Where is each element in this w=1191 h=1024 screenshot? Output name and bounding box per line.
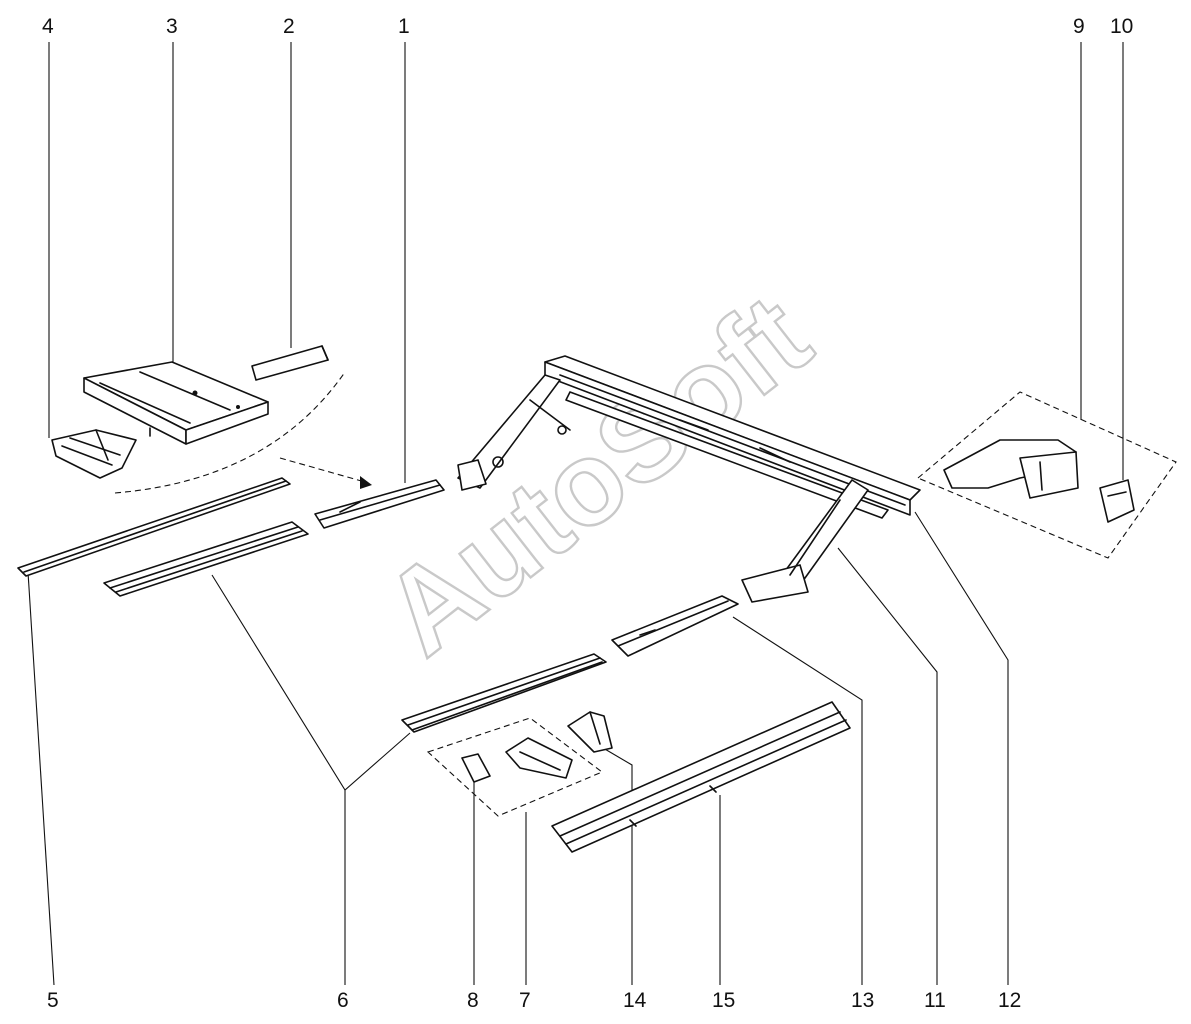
part-13-member bbox=[611, 595, 739, 657]
part-7-bracket bbox=[505, 737, 573, 779]
label-13: 13 bbox=[851, 989, 874, 1012]
label-6: 6 bbox=[337, 989, 349, 1012]
label-1: 1 bbox=[398, 15, 410, 38]
part-1-member bbox=[314, 479, 445, 529]
part-10-clip bbox=[1099, 479, 1135, 523]
part-6-channel-left bbox=[103, 521, 309, 597]
label-15: 15 bbox=[712, 989, 735, 1012]
label-3: 3 bbox=[166, 15, 178, 38]
part-4-bracket bbox=[51, 429, 137, 479]
group-box-9-10 bbox=[916, 391, 1177, 559]
watermark: AutoSoft bbox=[360, 270, 834, 681]
label-11: 11 bbox=[924, 989, 946, 1012]
part-8-plate bbox=[461, 753, 491, 783]
group-box-7-8-14 bbox=[426, 717, 604, 817]
assembly-arrow bbox=[114, 371, 372, 494]
leader-lines bbox=[27, 42, 1124, 986]
part-14-bracket bbox=[567, 711, 613, 753]
label-9: 9 bbox=[1073, 15, 1085, 38]
label-7: 7 bbox=[519, 989, 531, 1012]
part-6-channel-lower bbox=[401, 653, 607, 733]
label-8: 8 bbox=[467, 989, 479, 1012]
label-14: 14 bbox=[623, 989, 647, 1012]
part-3-tray bbox=[83, 361, 269, 445]
part-9-bracket bbox=[943, 439, 1079, 499]
part-5-rail bbox=[17, 477, 291, 577]
label-2: 2 bbox=[283, 15, 295, 38]
label-10: 10 bbox=[1110, 15, 1133, 38]
label-12: 12 bbox=[998, 989, 1021, 1012]
part-2-strip bbox=[251, 345, 329, 381]
part-15-sill bbox=[551, 701, 851, 853]
label-5: 5 bbox=[47, 989, 59, 1012]
label-4: 4 bbox=[42, 15, 54, 38]
main-frame bbox=[457, 355, 921, 603]
